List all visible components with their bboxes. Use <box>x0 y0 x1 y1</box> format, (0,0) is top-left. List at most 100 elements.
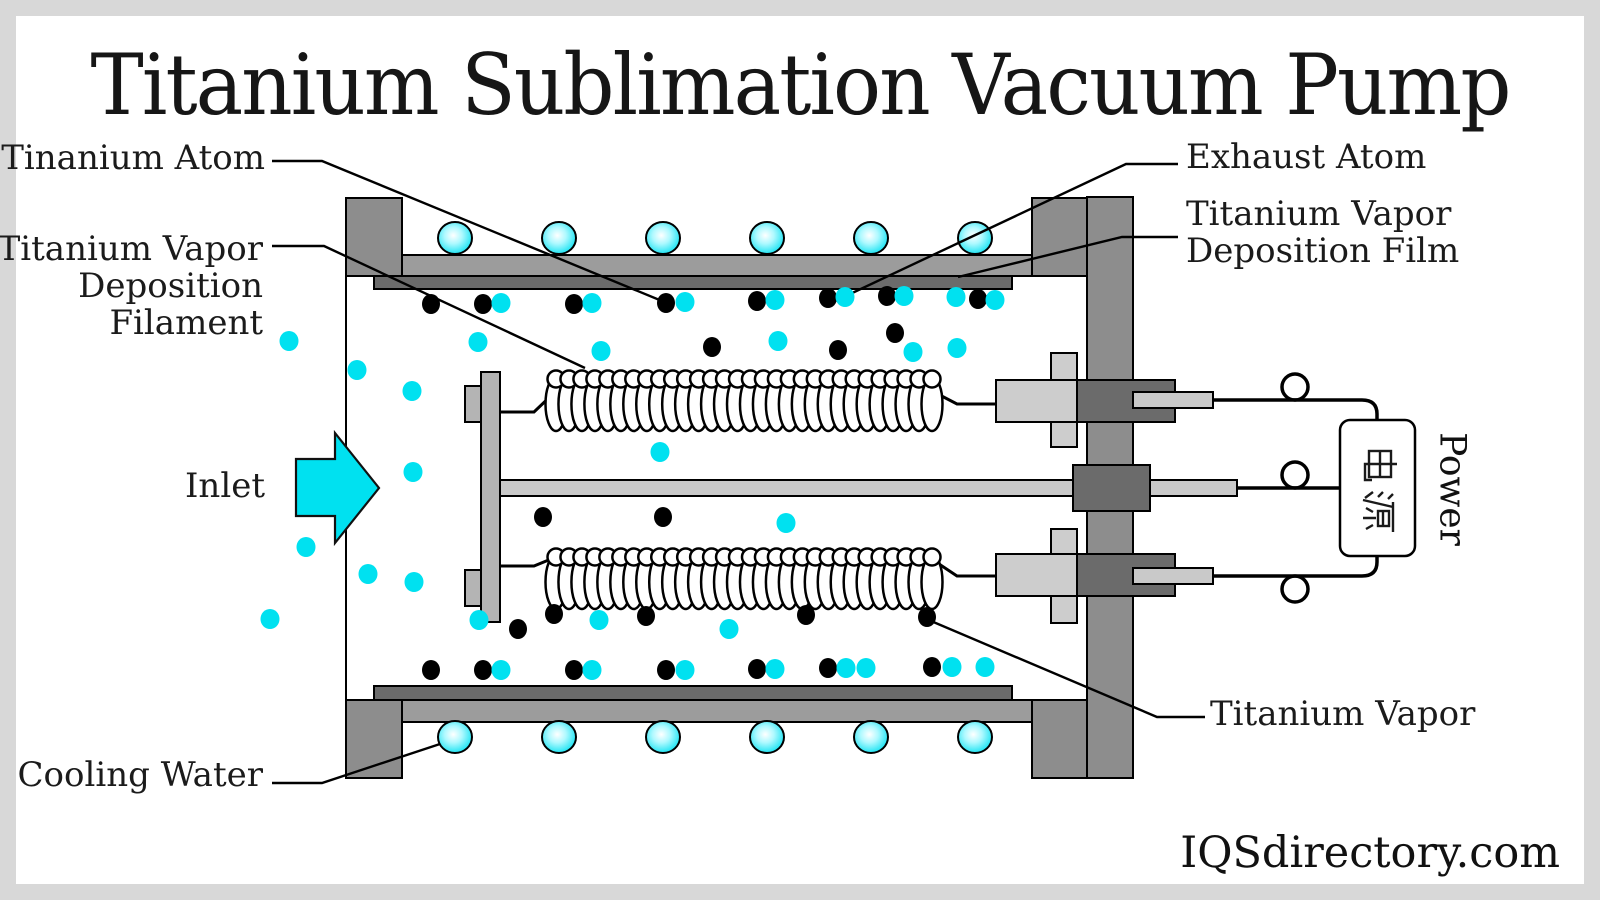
cooling-water-ball <box>645 720 681 754</box>
exhaust-atom-dot <box>582 293 602 313</box>
leader-lines <box>272 159 1205 785</box>
titanium-atom-dot <box>657 293 675 313</box>
titanium-atom-dot <box>797 605 815 625</box>
titanium-atom-dot <box>545 604 563 624</box>
label-deposition-film: Titanium Vapor Deposition Film <box>1186 196 1459 270</box>
cooling-water-balls <box>437 221 993 754</box>
label-cooling-water: Cooling Water <box>17 755 263 795</box>
leader-cooling-water <box>272 742 441 785</box>
exhaust-atom-dot <box>947 338 967 358</box>
titanium-atom-dot <box>657 660 675 680</box>
label-filament-line2: Deposition <box>78 266 263 306</box>
support-tab-lower <box>464 569 482 607</box>
support-bar <box>480 371 501 623</box>
titanium-atom-dot <box>474 660 492 680</box>
cooling-water-ball <box>957 720 993 754</box>
cooling-water-ball <box>853 720 889 754</box>
support-tab-upper <box>464 385 482 423</box>
exhaust-atom-dot <box>403 462 423 482</box>
titanium-atom-dot <box>534 507 552 527</box>
upper-cross-horizontal <box>995 379 1078 423</box>
power-supply-box <box>1338 418 1417 558</box>
label-titanium-vapor: Titanium Vapor <box>1210 694 1476 734</box>
upper-feedthrough-rod <box>1132 391 1214 409</box>
cooling-water-ball <box>645 221 681 255</box>
exhaust-atom-dot <box>468 332 488 352</box>
exhaust-atom-dot <box>404 572 424 592</box>
lower-cross-horizontal <box>995 553 1078 597</box>
titanium-atom-dot <box>565 660 583 680</box>
inlet-arrow-icon <box>294 429 381 547</box>
titanium-atom-dot <box>703 337 721 357</box>
exhaust-atom-dot <box>903 342 923 362</box>
exhaust-atom-dot <box>985 290 1005 310</box>
label-inlet: Inlet <box>185 466 265 506</box>
top-plate <box>401 254 1033 277</box>
exhaust-atom-dot <box>768 331 788 351</box>
exhaust-atom-dot <box>491 660 511 680</box>
exhaust-atom-dot <box>975 657 995 677</box>
middle-wire-loop <box>1280 460 1310 490</box>
top-deposition-film <box>373 275 1013 290</box>
exhaust-atom-dot <box>279 331 299 351</box>
upper-wire-loop <box>1280 372 1310 402</box>
lower-wire-loop <box>1280 574 1310 604</box>
filament-coil <box>544 369 944 433</box>
exhaust-atom-dot <box>765 659 785 679</box>
exhaust-atom-dot <box>942 657 962 677</box>
top-right-corner-block <box>1031 197 1088 277</box>
cooling-water-ball <box>749 221 785 255</box>
exhaust-atom-dot <box>835 287 855 307</box>
bottom-right-corner-block <box>1031 699 1088 779</box>
exhaust-atom-dot <box>894 286 914 306</box>
filament-support <box>464 371 501 623</box>
titanium-atom-dot <box>654 507 672 527</box>
titanium-atom-dot <box>748 659 766 679</box>
label-exhaust-atom: Exhaust Atom <box>1186 137 1427 177</box>
leader-titanium-vapor <box>930 619 1205 719</box>
central-collar <box>1072 464 1151 512</box>
exhaust-atom-dot <box>591 341 611 361</box>
titanium-atom-dot <box>509 619 527 639</box>
lower-feedthrough-rod <box>1132 567 1214 585</box>
leader-deposition-film <box>957 235 1178 279</box>
lower-wire <box>1213 556 1379 578</box>
exhaust-atom-dot <box>358 564 378 584</box>
leader-titanium-atom <box>272 159 663 303</box>
titanium-atom-dot <box>422 294 440 314</box>
exhaust-atom-dot <box>582 660 602 680</box>
power-wires <box>1213 372 1379 604</box>
label-deposition-film-line1: Titanium Vapor <box>1186 194 1452 234</box>
watermark: IQSdirectory.com <box>1180 828 1560 878</box>
titanium-atom-dot <box>748 291 766 311</box>
titanium-atom-dot <box>819 658 837 678</box>
exhaust-atom-dot <box>260 609 280 629</box>
exhaust-atom-dot <box>347 360 367 380</box>
exhaust-atom-dot <box>296 537 316 557</box>
upper-wire <box>1213 398 1379 420</box>
exhaust-atom-dot <box>402 381 422 401</box>
exhaust-atom-dot <box>765 290 785 310</box>
exhaust-atom-dot <box>650 442 670 462</box>
label-deposition-film-line2: Deposition Film <box>1186 231 1460 271</box>
titanium-atom-dot <box>878 286 896 306</box>
exhaust-atom-dot <box>469 610 489 630</box>
titanium-atom-dot <box>969 289 987 309</box>
cooling-water-ball <box>437 221 473 255</box>
atoms <box>260 286 1005 680</box>
top-left-corner-block <box>345 197 403 277</box>
cooling-water-ball <box>749 720 785 754</box>
cooling-water-ball <box>853 221 889 255</box>
label-power: Power <box>1431 432 1473 546</box>
leader-filament <box>272 244 586 370</box>
filament-coil <box>544 547 944 611</box>
label-titanium-atom: Tinanium Atom <box>1 138 265 178</box>
filament-coils <box>544 369 944 611</box>
exhaust-atom-dot <box>856 658 876 678</box>
feedthroughs <box>499 352 1238 624</box>
titanium-atom-dot <box>474 294 492 314</box>
titanium-atom-dot <box>422 660 440 680</box>
cooling-water-ball <box>437 720 473 754</box>
